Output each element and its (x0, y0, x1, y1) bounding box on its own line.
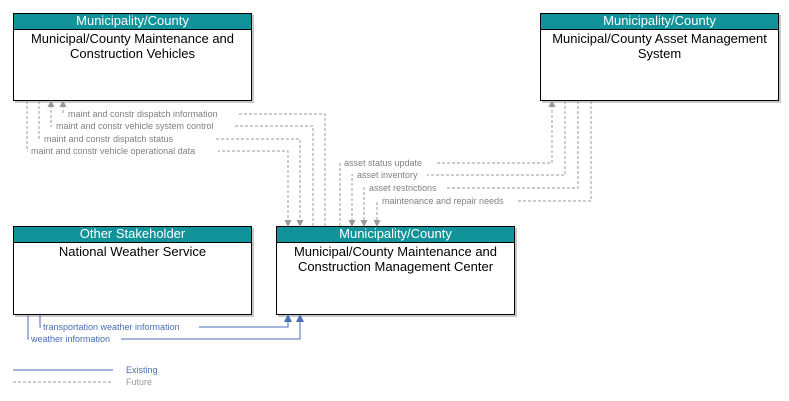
legend-future-label: Future (126, 377, 152, 387)
node-title: Municipal/County Asset Management System (552, 31, 767, 61)
stakeholder-label: Municipality/County (277, 227, 514, 243)
legend-existing-label: Existing (126, 365, 158, 375)
flow-label-asset-status-update: asset status update (344, 158, 422, 168)
stakeholder-label: Municipality/County (541, 14, 778, 30)
node-title: Municipal/County Maintenance and Constru… (293, 244, 498, 274)
flow-line-dispatch-information (59, 100, 326, 226)
node-mcmcmc: Municipality/County Municipal/County Mai… (276, 226, 515, 315)
node-mcams: Municipality/County Municipal/County Ass… (540, 13, 779, 101)
flow-label-vehicle-operational-data: maint and constr vehicle operational dat… (31, 146, 195, 156)
flow-line-weather-information (27, 314, 304, 340)
flow-label-asset-restrictions: asset restrictions (369, 183, 437, 193)
flow-line-vehicle-system-control (47, 100, 314, 226)
flow-line-dispatch-status (38, 101, 304, 227)
node-nws: Other Stakeholder National Weather Servi… (13, 226, 252, 315)
flow-label-maintenance-repair-needs: maintenance and repair needs (382, 196, 504, 206)
flow-label-vehicle-system-control: maint and constr vehicle system control (56, 121, 214, 131)
node-title: National Weather Service (58, 244, 207, 259)
stakeholder-label: Other Stakeholder (14, 227, 251, 243)
legend: Existing Future (13, 365, 158, 387)
flow-label-asset-inventory: asset inventory (357, 170, 418, 180)
flow-label-weather-information: weather information (30, 334, 110, 344)
flow-line-asset-status-update (339, 100, 556, 226)
flow-label-transportation-weather-information: transportation weather information (43, 322, 180, 332)
flow-line-vehicle-operational-data (26, 101, 292, 227)
node-mcmcv: Municipality/County Municipal/County Mai… (13, 13, 252, 101)
flow-line-asset-restrictions (360, 101, 579, 227)
flow-line-asset-inventory (348, 101, 566, 227)
stakeholder-label: Municipality/County (14, 14, 251, 30)
node-title: Municipal/County Maintenance and Constru… (30, 31, 235, 61)
flow-label-dispatch-status: maint and constr dispatch status (44, 134, 174, 144)
flow-label-dispatch-information: maint and constr dispatch information (68, 109, 218, 119)
